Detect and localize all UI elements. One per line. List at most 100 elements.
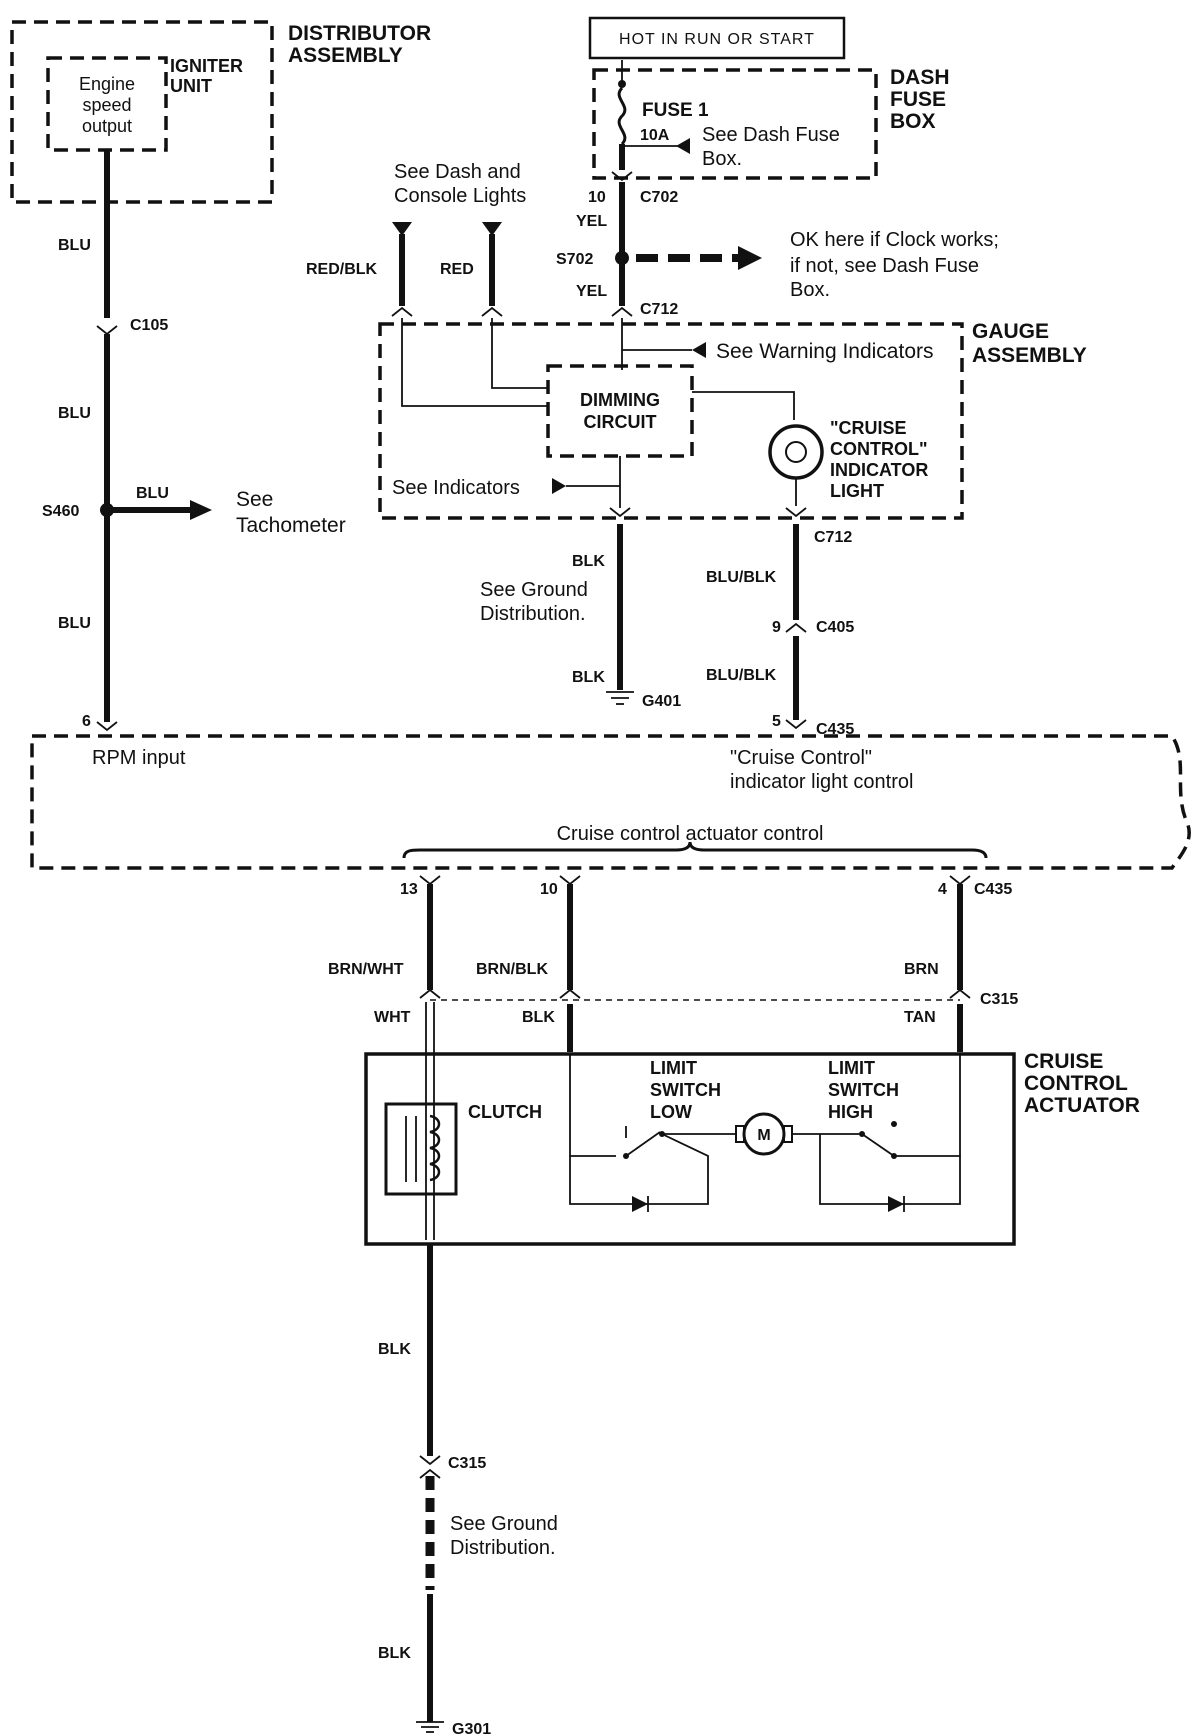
see-warning-indicators: See Warning Indicators (716, 340, 934, 363)
splice-s702-dot (615, 251, 629, 265)
pin-10: 10 (540, 881, 558, 898)
cruise-indicator-label-1: "CRUISE (830, 418, 907, 438)
limit-switch-high-2: SWITCH (828, 1080, 899, 1100)
wire-label-blk-gauge-1: BLK (572, 553, 605, 570)
blu-wire-rpm: BLU C105 BLU S460 BLU See Tachometer BLU… (42, 150, 346, 732)
fuse-icon (617, 86, 627, 146)
wire-label-blk-ground-1: BLK (378, 1341, 411, 1358)
see-dash-fuse-box-1: See Dash Fuse (702, 124, 840, 146)
c405-pin: 9 (772, 619, 781, 636)
dimming-circuit-label-1: DIMMING (580, 390, 660, 410)
pin-13: 13 (400, 881, 418, 898)
actuator-label-3: ACTUATOR (1024, 1094, 1140, 1117)
connector-c105: C105 (130, 317, 168, 334)
actuator-ground-circuit: BLK C315 See Ground Distribution. BLK G3… (378, 1244, 558, 1736)
fuse-rating: 10A (640, 127, 670, 144)
dash-console-lights-feeds: See Dash and Console Lights RED/BLK RED (306, 161, 526, 317)
dash-fuse-box-label-3: BOX (890, 110, 936, 133)
cruise-control-unit-outline (30, 734, 1191, 870)
wire-label-yel-2: YEL (576, 283, 607, 300)
ground-g301: G301 (452, 1721, 491, 1736)
see-tachometer-1: See (236, 488, 273, 511)
wire-label-blu-tach: BLU (136, 485, 169, 502)
distributor-assembly: DISTRIBUTOR ASSEMBLY IGNITER UNIT Engine… (10, 20, 431, 204)
ok-here-clock-3: Box. (790, 279, 830, 301)
dimming-circuit-outline (546, 364, 694, 458)
igniter-unit-label-2: UNIT (170, 76, 212, 96)
engine-speed-output-label-3: output (82, 116, 132, 136)
connector-c315-bottom: C315 (448, 1455, 486, 1472)
dash-fuse-box-label-2: FUSE (890, 88, 946, 111)
limit-switch-low-3: LOW (650, 1102, 692, 1122)
wire-label-blu-blk-2: BLU/BLK (706, 667, 777, 684)
see-indicators: See Indicators (392, 477, 520, 499)
cruise-indicator-control-1: "Cruise Control" (730, 747, 872, 769)
clock-arrow-icon (738, 246, 762, 270)
limit-switch-low-1: LIMIT (650, 1058, 697, 1078)
rpm-input-label: RPM input (92, 747, 186, 769)
wire-label-blk-act: BLK (522, 1009, 555, 1026)
distributor-assembly-label-2: ASSEMBLY (288, 44, 403, 67)
tachometer-arrow-icon (190, 500, 212, 520)
c702-pin: 10 (588, 189, 606, 206)
clutch-label: CLUTCH (468, 1102, 542, 1122)
actuator-label-2: CONTROL (1024, 1072, 1128, 1095)
rpm-pin-6: 6 (82, 713, 91, 730)
cruise-control-actuator: CRUISE CONTROL ACTUATOR CLUTCH LIMIT SWI… (364, 1050, 1140, 1246)
console-light-arrow-right-icon (482, 222, 502, 236)
cruise-actuator-control-label: Cruise control actuator control (557, 823, 824, 845)
console-light-arrow-left-icon (392, 222, 412, 236)
dash-fuse-box-outline (592, 68, 878, 180)
wire-label-tan: TAN (904, 1009, 936, 1026)
distributor-assembly-label-1: DISTRIBUTOR (288, 22, 431, 45)
limit-switch-high-1: LIMIT (828, 1058, 875, 1078)
cruise-indicator-label-4: LIGHT (830, 481, 884, 501)
limit-switch-high-3: HIGH (828, 1102, 873, 1122)
clutch-coil-box (384, 1102, 458, 1196)
connector-c435-top: C435 (816, 721, 854, 738)
see-dash-console-lights-1: See Dash and (394, 161, 521, 183)
fuse-1-label: FUSE 1 (642, 100, 709, 121)
ground-g401: G401 (642, 693, 681, 710)
actuator-label-1: CRUISE (1024, 1050, 1103, 1073)
ok-here-clock-1: OK here if Clock works; (790, 229, 999, 251)
wire-label-brn-blk: BRN/BLK (476, 961, 548, 978)
dash-fuse-box-label-1: DASH (890, 66, 950, 89)
motor-label: M (757, 1127, 770, 1144)
see-dash-fuse-box-2: Box. (702, 148, 742, 170)
connector-c712-top: C712 (640, 301, 678, 318)
limit-switch-high-icon (861, 1133, 895, 1157)
limit-switch-low-2: SWITCH (650, 1080, 721, 1100)
dash-fuse-box-arrow-icon (676, 138, 690, 154)
connector-c315-top: C315 (980, 991, 1018, 1008)
actuator-outline (364, 1052, 1016, 1246)
see-ground-distribution-1a: See Ground (480, 579, 588, 601)
wire-label-yel-1: YEL (576, 213, 607, 230)
connector-c702: C702 (640, 189, 678, 206)
clutch-coil-icon (429, 1114, 441, 1182)
gauge-assembly-outline (378, 322, 964, 520)
gauge-assembly-label-1: GAUGE (972, 320, 1049, 343)
actuator-control-brace (402, 841, 988, 859)
diode-high-icon (888, 1196, 904, 1212)
limit-switch-low-icon (625, 1131, 661, 1157)
cruise-indicator-label-3: INDICATOR (830, 460, 928, 480)
see-ground-distribution-1b: Distribution. (480, 603, 586, 625)
distributor-assembly-outline (10, 20, 274, 204)
igniter-unit-label-1: IGNITER (170, 56, 243, 76)
wire-label-red-blk: RED/BLK (306, 261, 378, 278)
actuator-wires: 13 10 4 C435 BRN/WHT BRN/BLK BRN C315 WH… (328, 875, 1018, 1240)
gauge-ground-circuit: BLK See Ground Distribution. BLK G401 C7… (480, 524, 854, 738)
c435-top-pin: 5 (772, 713, 781, 730)
wire-label-blu-3: BLU (58, 615, 91, 632)
engine-speed-output-label-1: Engine (79, 74, 135, 94)
pin-4: 4 (938, 881, 947, 898)
see-tachometer-2: Tachometer (236, 514, 346, 537)
gauge-assembly: GAUGE ASSEMBLY See Warning Indicators DI… (378, 318, 1087, 520)
cruise-control-unit: RPM input "Cruise Control" indicator lig… (30, 734, 1191, 870)
see-ground-distribution-2a: See Ground (450, 1513, 558, 1535)
see-ground-distribution-2b: Distribution. (450, 1537, 556, 1559)
ok-here-clock-2: if not, see Dash Fuse (790, 255, 979, 277)
splice-s460: S460 (42, 503, 79, 520)
